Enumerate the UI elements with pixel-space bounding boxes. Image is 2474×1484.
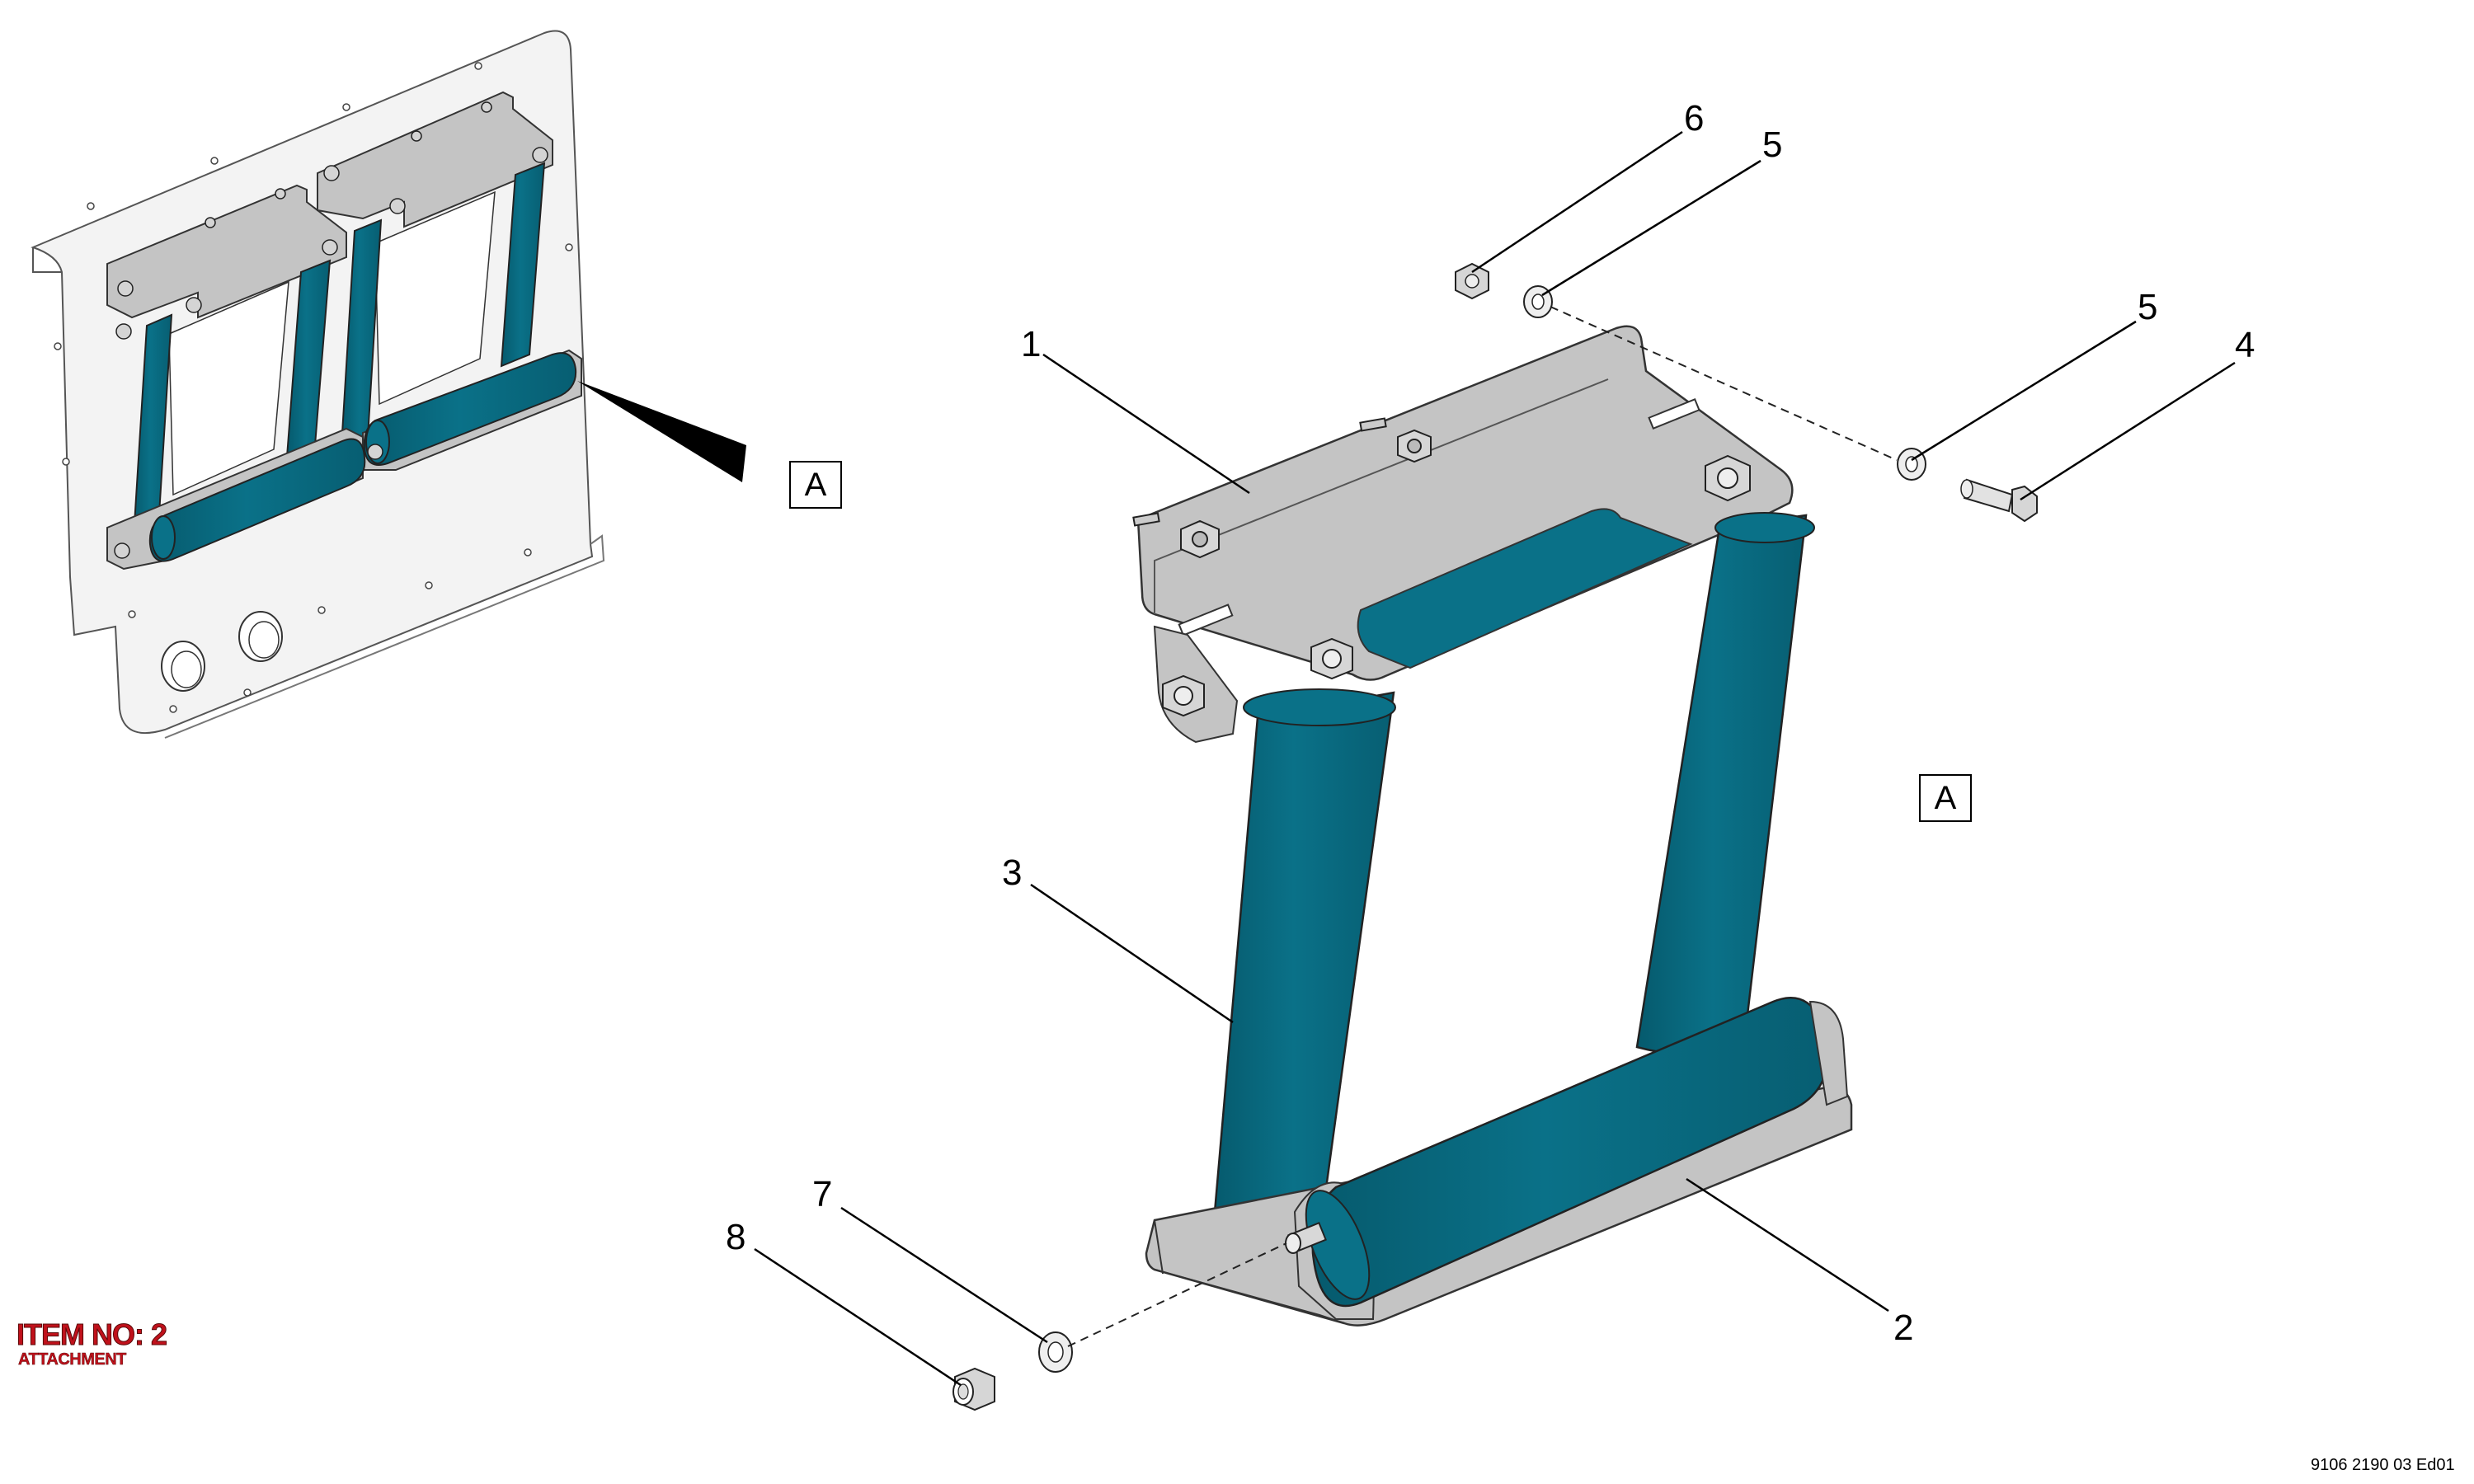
main-roller-assembly — [1132, 325, 1853, 1327]
callout-6: 6 — [1684, 98, 1704, 139]
overview-bolts — [114, 101, 548, 559]
detail-label-text-main: A — [1935, 780, 1957, 816]
callout-5-top: 5 — [1762, 124, 1782, 165]
callout-7: 7 — [812, 1174, 832, 1214]
top-bracket — [1136, 325, 1794, 681]
left-vertical-roller — [1211, 691, 1395, 1252]
callout-3: 3 — [1002, 852, 1022, 893]
callout-8: 8 — [726, 1217, 745, 1257]
axle-stub — [1285, 1222, 1327, 1254]
hex-nut-6 — [1455, 262, 1489, 300]
bolt-4 — [1960, 478, 2038, 523]
overview-assembly — [31, 30, 746, 739]
callout-5-right: 5 — [2138, 287, 2157, 327]
callout-2: 2 — [1893, 1308, 1913, 1348]
callout-leaders — [754, 130, 2236, 1387]
document-number: 9106 2190 03 Ed01 — [2311, 1456, 2455, 1474]
callout-1: 1 — [1021, 324, 1041, 364]
callout-4: 4 — [2235, 325, 2255, 365]
right-vertical-roller — [1635, 514, 1808, 1056]
panel-bosses — [161, 611, 283, 692]
detail-label-box-main: A — [1919, 774, 1972, 822]
item-number-title: ITEM NO: 2 — [16, 1317, 167, 1352]
detail-label-box-overview: A — [789, 461, 842, 509]
detail-pointer — [577, 381, 746, 482]
detail-label-text: A — [805, 467, 827, 503]
nut-8 — [952, 1367, 995, 1411]
assembly-dashed-lines — [1067, 306, 1898, 1347]
top-bracket-nuts — [1132, 417, 1751, 717]
washer-7 — [1038, 1331, 1073, 1373]
item-number-subtitle: ATTACHMENT — [18, 1350, 127, 1369]
